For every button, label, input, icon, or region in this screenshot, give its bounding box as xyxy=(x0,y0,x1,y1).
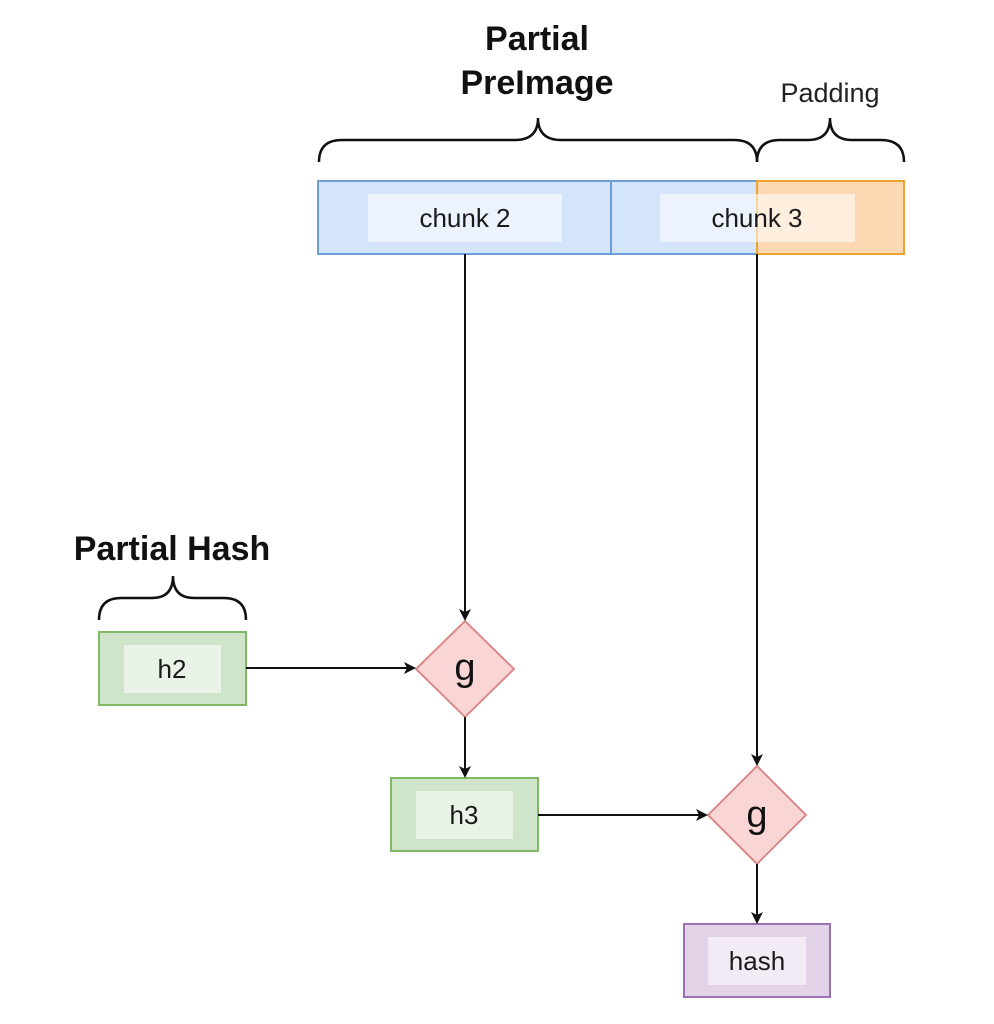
preimage-brace xyxy=(317,117,759,163)
g-function-2-label: g xyxy=(746,794,767,836)
g-function-1-label: g xyxy=(454,647,475,689)
h2-label-box xyxy=(124,645,221,693)
partial-hash-brace xyxy=(97,575,248,621)
hash-label: hash xyxy=(729,946,785,976)
h2-label: h2 xyxy=(158,654,187,684)
h3-label: h3 xyxy=(450,800,479,830)
hash-label-box xyxy=(708,937,806,985)
padding-label: Padding xyxy=(780,78,879,108)
chunk-2-label-box xyxy=(368,194,562,242)
partial-hash-title: Partial Hash xyxy=(74,530,271,568)
chunk-3-label: chunk 3 xyxy=(711,203,802,233)
h3-label-box xyxy=(416,791,513,839)
chunk-2-label: chunk 2 xyxy=(419,203,510,233)
partial-preimage-title-line2: PreImage xyxy=(460,64,613,102)
partial-preimage-title-line1: Partial xyxy=(485,20,589,58)
padding-brace xyxy=(755,117,906,163)
chunk-3-label-box xyxy=(660,194,855,242)
